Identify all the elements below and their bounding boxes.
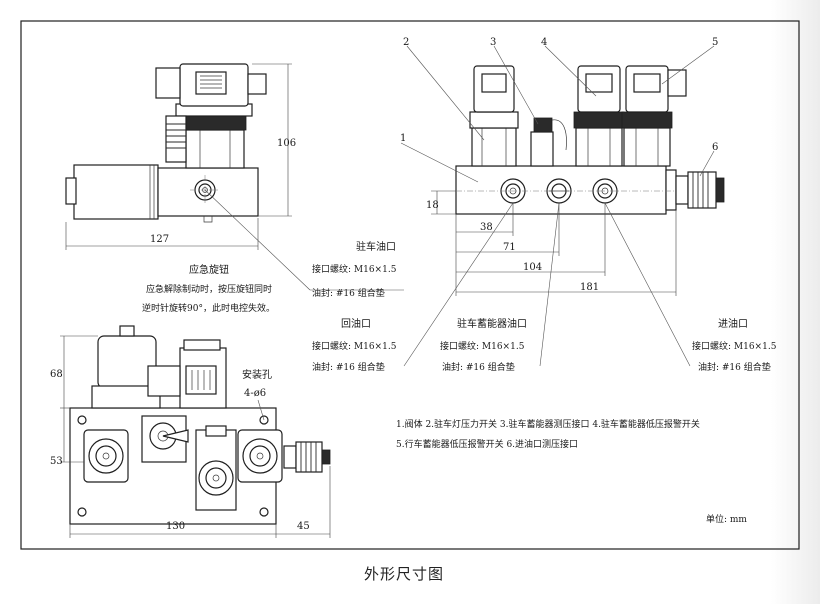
bottom-view: 68 53 130 45 xyxy=(50,325,331,538)
dim-71: 71 xyxy=(503,242,516,253)
callout-6: 6 xyxy=(712,142,718,153)
solenoid-body xyxy=(73,164,159,220)
callout-3: 3 xyxy=(490,37,496,48)
callout-2: 2 xyxy=(403,37,409,48)
connector-plug xyxy=(155,67,181,99)
valve-body-right xyxy=(455,165,667,215)
callout-1: 1 xyxy=(400,133,406,144)
right-view: 18 38 71 104 181 xyxy=(400,45,725,296)
mount-hole-title: 安装孔 xyxy=(242,368,272,381)
dim-45: 45 xyxy=(297,521,310,532)
dim-130: 130 xyxy=(166,521,185,532)
figure-caption: 外形尺寸图 xyxy=(364,565,444,583)
test-port-6 xyxy=(687,171,717,209)
emergency-title: 应急旋钮 xyxy=(189,263,229,276)
callout-4: 4 xyxy=(541,37,547,48)
solenoid-top xyxy=(97,335,157,389)
dim-53: 53 xyxy=(50,456,63,467)
solenoid-cap xyxy=(65,177,77,205)
dim-width-127: 127 xyxy=(150,234,169,245)
dim-38: 38 xyxy=(480,222,493,233)
test-port-3 xyxy=(530,131,554,167)
parking-port-seal: 油封: #16 组合垫 xyxy=(312,287,385,299)
return-port-seal: 油封: #16 组合垫 xyxy=(312,361,385,373)
inlet-port-thread: 接口螺纹: M16×1.5 xyxy=(692,340,777,352)
front-view: 106 127 xyxy=(65,63,296,250)
switch-5 xyxy=(625,65,669,113)
return-port-title: 回油口 xyxy=(341,317,371,330)
emergency-line2: 逆时针旋转90°，此时电控失效。 xyxy=(142,302,275,314)
parking-port-thread: 接口螺纹: M16×1.5 xyxy=(312,263,397,275)
accumulator-port-seal: 油封: #16 组合垫 xyxy=(442,361,515,373)
valve-body-front xyxy=(157,167,259,217)
legend-line-1: 1.阀体 2.驻车灯压力开关 3.驻车蓄能器测压接口 4.驻车蓄能器低压报警开关 xyxy=(396,418,700,430)
inlet-port-seal: 油封: #16 组合垫 xyxy=(698,361,771,373)
dim-height-106: 106 xyxy=(277,138,296,149)
mount-hole-spec: 4-ø6 xyxy=(244,388,266,399)
sheet-border xyxy=(20,20,800,550)
inlet-port-title: 进油口 xyxy=(718,317,748,330)
unit-note: 单位: mm xyxy=(706,513,747,525)
legend-line-2: 5.行车蓄能器低压报警开关 6.进油口测压接口 xyxy=(396,438,578,450)
return-port-thread: 接口螺纹: M16×1.5 xyxy=(312,340,397,352)
accumulator-port-thread: 接口螺纹: M16×1.5 xyxy=(440,340,525,352)
emergency-line1: 应急解除制动时，按压旋钮同时 xyxy=(146,283,272,295)
dim-depth-18: 18 xyxy=(426,200,439,211)
dim-68: 68 xyxy=(50,369,63,380)
callout-5: 5 xyxy=(712,37,718,48)
accumulator-port-title: 驻车蓄能器油口 xyxy=(457,317,527,330)
switch-connector xyxy=(179,63,249,107)
dim-104: 104 xyxy=(523,262,542,273)
switch-2 xyxy=(473,65,515,113)
dim-181: 181 xyxy=(580,282,599,293)
parking-port-title: 驻车油口 xyxy=(356,240,396,253)
switch-4 xyxy=(577,65,621,113)
switch-hex xyxy=(185,129,245,169)
